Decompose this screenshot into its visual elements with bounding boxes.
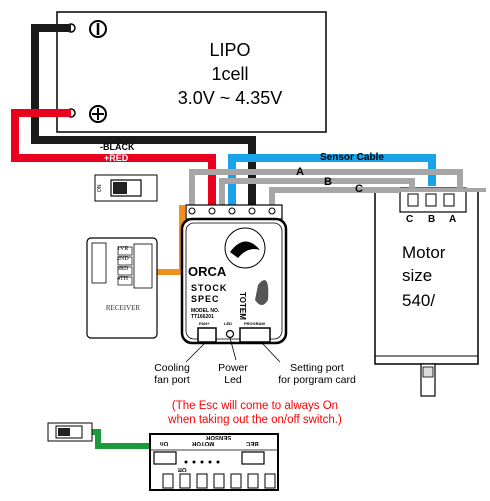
- esc-bottom-on-label: On: [160, 440, 169, 446]
- svg-text:ON: ON: [97, 184, 103, 192]
- motor-body: [374, 189, 479, 365]
- esc-bottom-view: [149, 433, 279, 491]
- esc-body: [180, 204, 288, 345]
- motor-pin-a: A: [449, 214, 457, 225]
- esc-port-led-label: LED: [224, 321, 232, 326]
- rx-channel-4: 4TH: [117, 276, 128, 282]
- rx-channel-3: 3RD: [117, 266, 129, 272]
- sensor-cable-label: Sensor Cable: [320, 152, 384, 163]
- battery-voltage-range: 3.0V ~ 4.35V: [177, 88, 283, 108]
- annotation-power-line2: Led: [224, 374, 242, 386]
- annotation-setting: Setting port for porgram card: [262, 362, 372, 386]
- note-line1: (The Esc will come to always On: [171, 400, 339, 412]
- phase-wire-a: [189, 169, 463, 205]
- annotation-cooling-line2: fan port: [154, 374, 190, 386]
- black-wire-label: -BLACK: [100, 142, 135, 152]
- annotation-power-line1: Power: [218, 362, 248, 374]
- motor-label-line3: 540/: [402, 291, 436, 310]
- annotation-setting-line1: Setting port: [290, 362, 344, 374]
- motor-pinion: [422, 366, 434, 378]
- esc-port-fan-label: FAN+: [199, 321, 210, 326]
- esc-bottom-motor-label: MOTOR: [192, 440, 215, 446]
- program-port[interactable]: [239, 327, 271, 343]
- phase-a-label: A: [296, 166, 304, 178]
- annotation-power: Power Led: [210, 362, 256, 386]
- phase-wire-b: [219, 178, 415, 205]
- esc-series-line1: STOCK: [191, 283, 228, 293]
- esc-series-line2: SPEC: [191, 294, 220, 304]
- note: (The Esc will come to always On when tak…: [90, 399, 420, 427]
- receiver-name: RECEIVER: [105, 304, 141, 312]
- battery-cells: 1cell: [211, 64, 249, 84]
- note-line2: when taking out the on/off switch.): [168, 414, 342, 426]
- esc-model-number: TT166201: [191, 314, 214, 320]
- rx-channel-2: 2ND: [117, 256, 129, 262]
- esc-side-text: TOTEM: [238, 292, 247, 320]
- fan-port[interactable]: [197, 327, 217, 343]
- esc-port-program-label: PROGRAM: [244, 321, 265, 326]
- receiver: [86, 237, 158, 339]
- motor-label-line2: size: [402, 266, 433, 285]
- annotation-setting-line2: for porgram card: [278, 374, 356, 386]
- annotation-cooling: Cooling fan port: [142, 362, 202, 386]
- motor-pin-c: C: [406, 214, 414, 225]
- phase-wire-c: [269, 187, 400, 205]
- bottom-switch[interactable]: [47, 422, 93, 442]
- esc-brand: ORCA: [188, 264, 227, 279]
- motor-pin-b: B: [428, 214, 436, 225]
- esc-bottom-bec-label: BEC: [246, 440, 259, 446]
- motor-label-line1: Motor: [402, 243, 446, 262]
- phase-b-label: B: [324, 176, 332, 188]
- esc-bottom-off-label: Off: [178, 466, 187, 472]
- esc-bottom-sensor-label: SENSOR: [206, 434, 232, 440]
- power-switch[interactable]: ON: [94, 174, 158, 202]
- esc-model-label: MODEL NO.: [191, 308, 220, 314]
- battery-title: LIPO: [209, 40, 251, 60]
- rx-channel-1: 1VR: [117, 246, 129, 252]
- annotation-cooling-line1: Cooling: [154, 362, 190, 374]
- power-led: [225, 329, 235, 339]
- phase-c-label: C: [355, 183, 363, 195]
- red-wire-label: +RED: [104, 153, 129, 163]
